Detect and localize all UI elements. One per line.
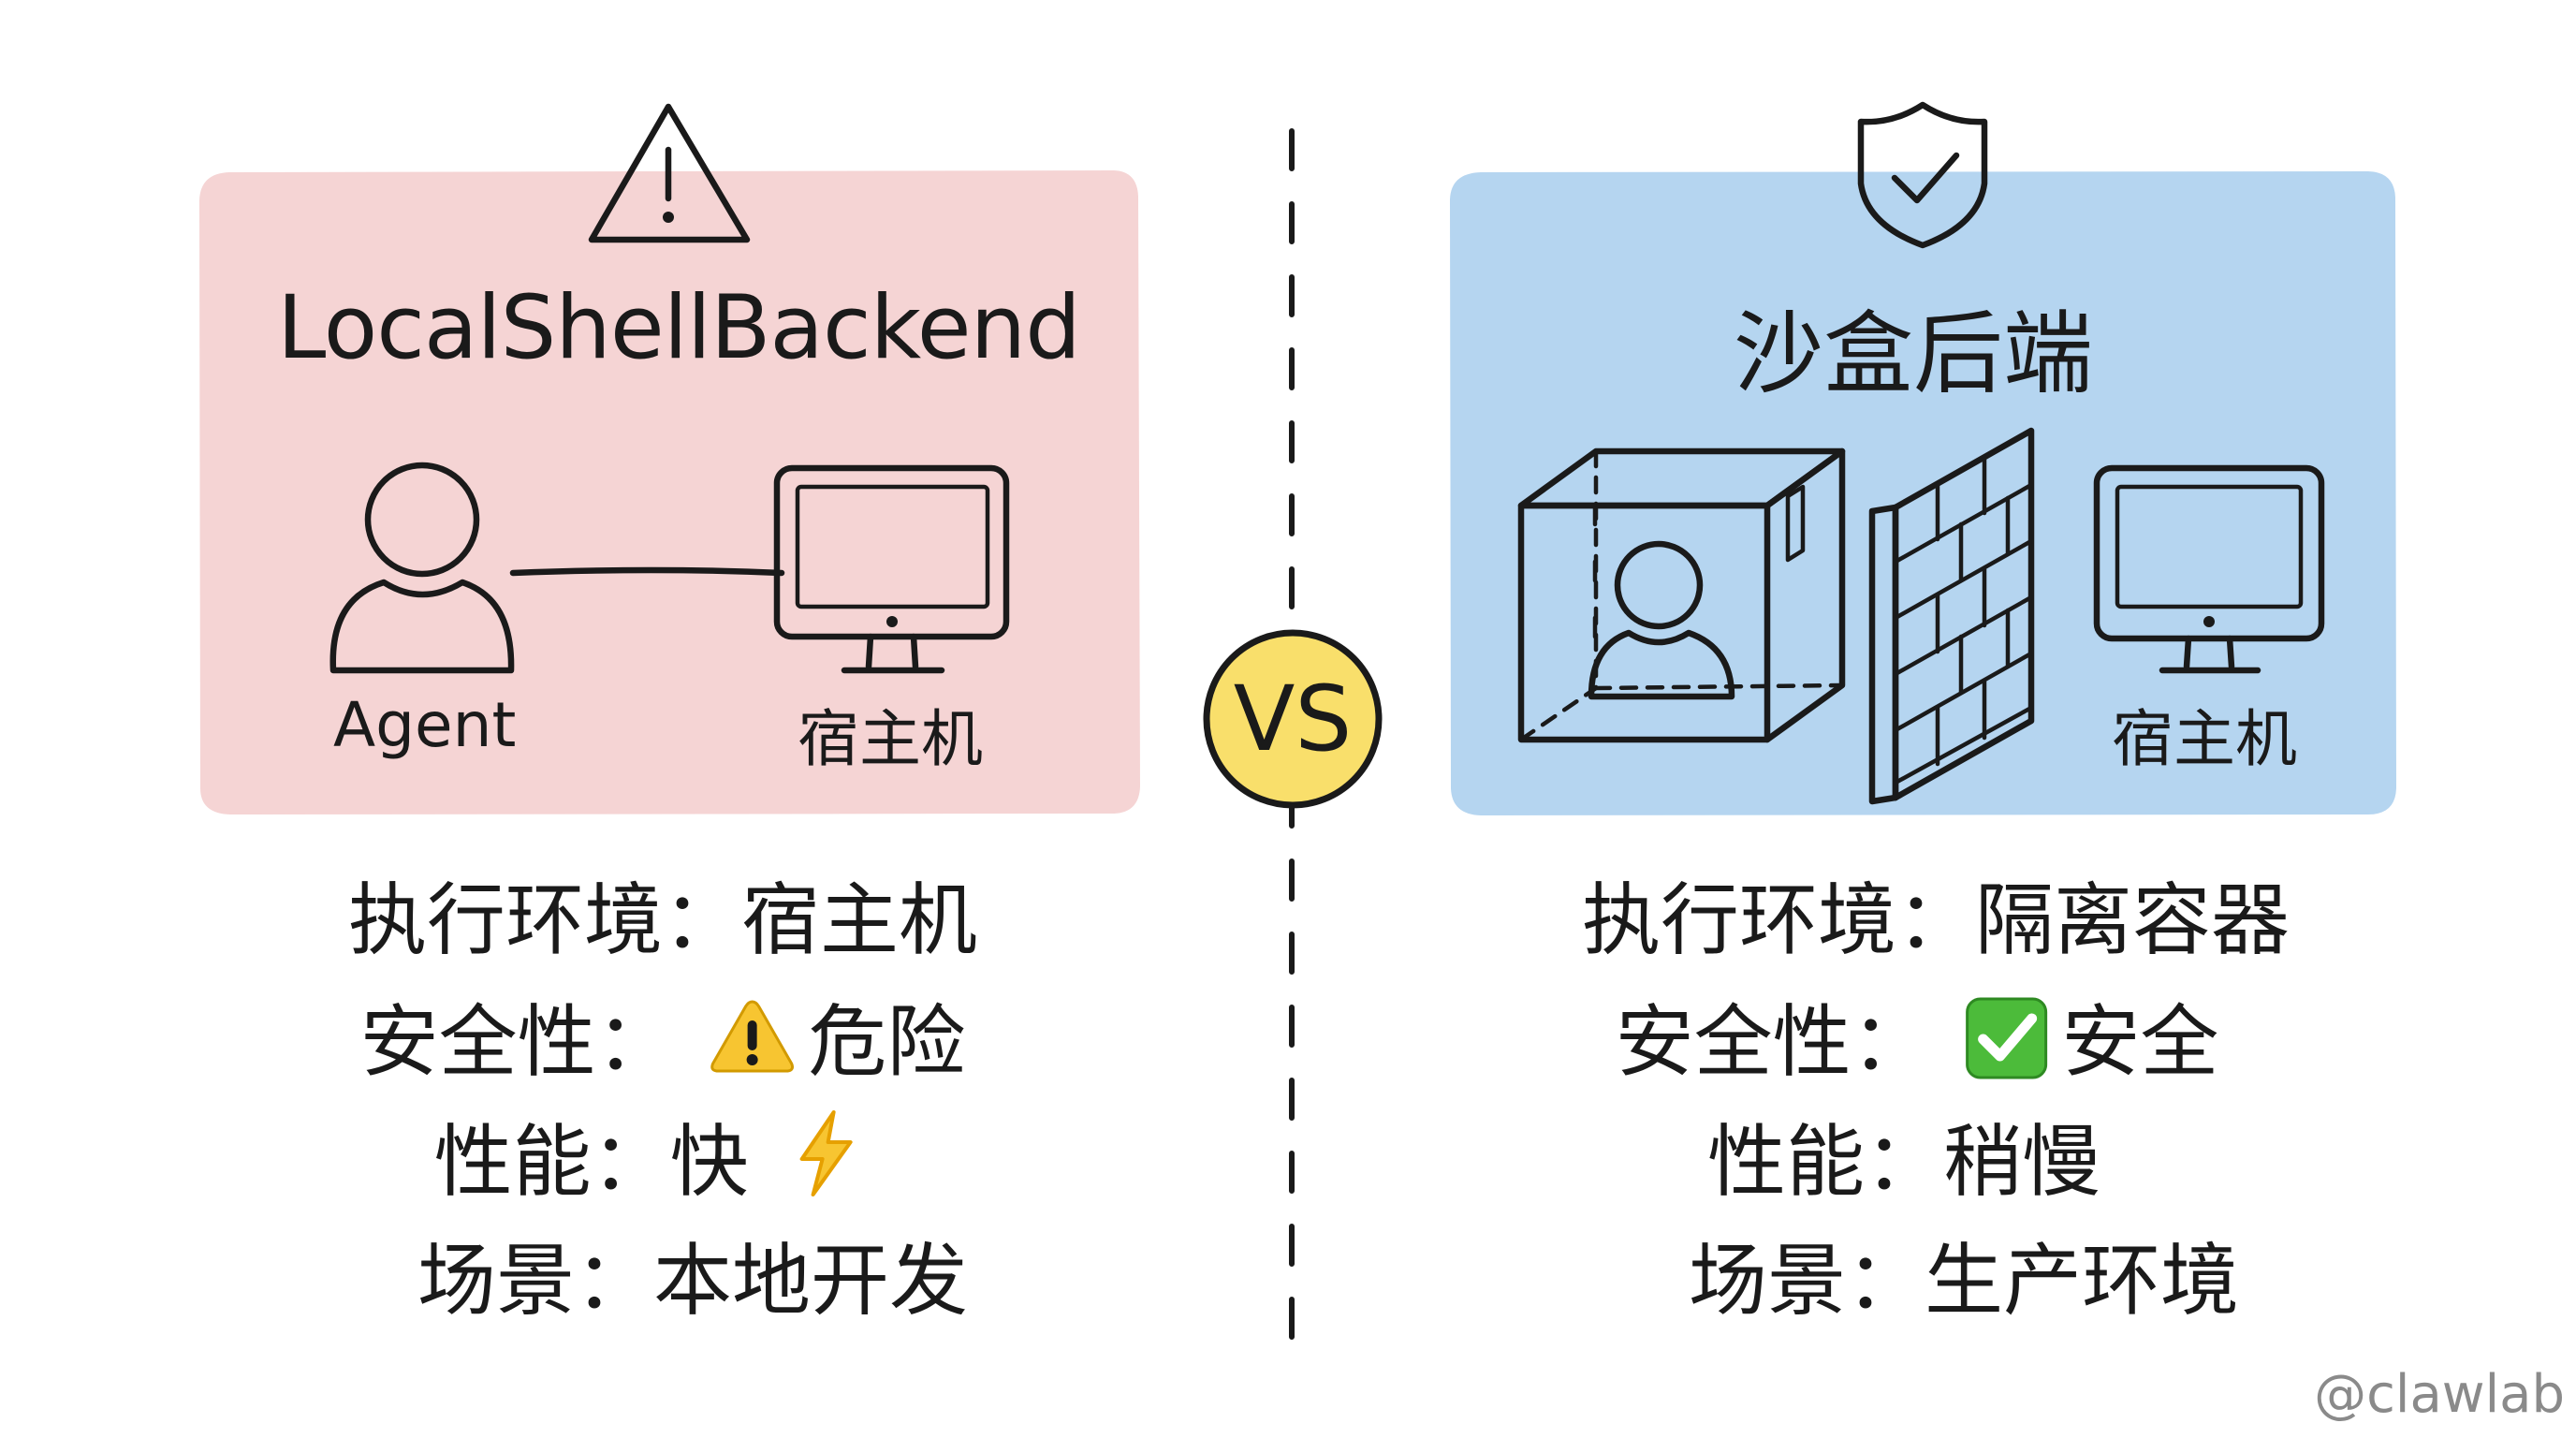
connection-line	[509, 566, 785, 577]
right-row-performance: 性能：稍慢	[1707, 1103, 2100, 1221]
left-title: LocalShellBackend	[277, 277, 1081, 379]
prop-key: 安全性：	[359, 996, 675, 1088]
agent-person-icon	[329, 462, 515, 674]
sandboxed-agent-icon	[1588, 540, 1735, 700]
prop-value: 安全	[2061, 996, 2219, 1088]
right-row-environment: 执行环境：隔离容器	[1582, 861, 2290, 979]
right-row-security: 安全性： 安全	[1616, 983, 2219, 1101]
prop-key: 场景：	[417, 1235, 653, 1327]
prop-key: 场景：	[1688, 1235, 1925, 1327]
shield-check-icon	[1857, 101, 1988, 249]
prop-value: 隔离容器	[1975, 874, 2291, 966]
prop-value: 宿主机	[741, 874, 978, 966]
watermark: @clawlab	[2314, 1364, 2565, 1425]
left-row-performance: 性能：快	[434, 1103, 862, 1221]
checkmark-icon	[1965, 997, 2047, 1079]
left-row-scenario: 场景：本地开发	[417, 1222, 968, 1340]
left-row-environment: 执行环境：宿主机	[348, 861, 977, 979]
left-card	[199, 170, 1140, 814]
vs-badge	[1203, 629, 1383, 809]
host-monitor-icon	[773, 464, 1010, 674]
left-host-label: 宿主机	[798, 703, 983, 775]
prop-key: 执行环境：	[1581, 874, 1975, 966]
prop-value: 危险	[808, 996, 966, 1088]
warning-icon	[710, 1000, 794, 1073]
prop-value: 生产环境	[1925, 1235, 2240, 1327]
prop-key: 安全性：	[1615, 996, 1930, 1088]
firewall-icon	[1868, 427, 2035, 805]
agent-label: Agent	[333, 689, 517, 761]
prop-key: 性能：	[1706, 1116, 1943, 1208]
container-box-icon	[1517, 448, 1846, 743]
right-host-monitor-icon	[2093, 464, 2325, 674]
right-title: 沙盒后端	[1734, 301, 2093, 406]
right-row-scenario: 场景：生产环境	[1689, 1222, 2239, 1340]
prop-value: 稍慢	[1943, 1116, 2101, 1208]
vs-label: VS	[1233, 667, 1353, 771]
prop-value: 快	[669, 1116, 749, 1208]
prop-value: 本地开发	[653, 1235, 969, 1327]
prop-key: 执行环境：	[347, 874, 741, 966]
warning-triangle-icon	[588, 103, 751, 243]
lightning-icon	[799, 1110, 853, 1196]
left-row-security: 安全性： 危险	[360, 983, 966, 1101]
prop-key: 性能：	[433, 1116, 670, 1208]
right-host-label: 宿主机	[2112, 703, 2297, 775]
